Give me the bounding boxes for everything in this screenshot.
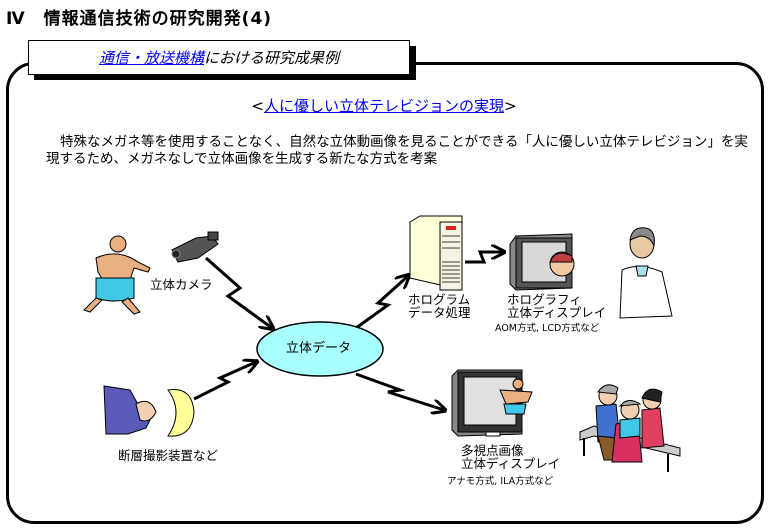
- subtitle-open-bracket: <: [251, 97, 264, 115]
- stereo-data-node: [256, 321, 384, 377]
- description-text: 特殊なメガネ等を使用することなく、自然な立体動画像を見ることができる「人に優しい…: [46, 134, 756, 168]
- arrow-hologram-to-display: [465, 252, 503, 264]
- arrow-scanner-to-data: [193, 362, 256, 401]
- multiview-methods-label: アナモ方式, ILA方式など: [447, 476, 554, 487]
- multiview-display-label-1: 多視点画像: [461, 443, 524, 458]
- scientist-icon: [619, 227, 673, 319]
- arrow-camera-to-data: [205, 256, 272, 328]
- organization-link[interactable]: 通信・放送機構: [98, 49, 204, 67]
- video-camera-icon: [171, 231, 219, 263]
- server-tower-icon: [409, 215, 463, 291]
- ct-scanner-label: 断層撮影装置など: [118, 448, 219, 463]
- family-viewers-icon: [579, 384, 681, 472]
- banner: 通信・放送機構 における研究成果例: [28, 40, 410, 75]
- page-title: Ⅳ 情報通信技術の研究開発(4): [6, 9, 273, 29]
- stereo-data-label: 立体データ: [286, 341, 352, 356]
- section-subtitle: <人に優しい立体テレビジョンの実現>: [0, 95, 768, 116]
- holography-display-icon: [509, 233, 575, 291]
- subtitle-close-bracket: >: [504, 97, 517, 115]
- ct-scanner-icon: [103, 385, 195, 437]
- holography-methods-label: AOM方式, LCD方式など: [495, 323, 600, 334]
- multiview-display-icon: [451, 369, 533, 437]
- banner-text: における研究成果例: [204, 49, 340, 67]
- description-body: 特殊なメガネ等を使用することなく、自然な立体動画像を見ることができる「人に優しい…: [46, 134, 748, 167]
- stereo-camera-label: 立体カメラ: [150, 277, 213, 292]
- holography-display-label-1: ホログラフィ: [507, 292, 582, 307]
- subtitle-link[interactable]: 人に優しい立体テレビジョンの実現: [263, 97, 504, 115]
- hologram-processing-label-1: ホログラム: [408, 292, 471, 307]
- multiview-display-label-2: 立体ディスプレイ: [461, 456, 561, 471]
- holography-display-label-2: 立体ディスプレイ: [507, 305, 607, 320]
- arrow-data-to-multiview: [355, 372, 444, 410]
- hologram-processing-label-2: データ処理: [408, 305, 471, 320]
- arrow-data-to-hologram: [355, 276, 408, 330]
- sumo-wrestler-icon: [83, 235, 151, 315]
